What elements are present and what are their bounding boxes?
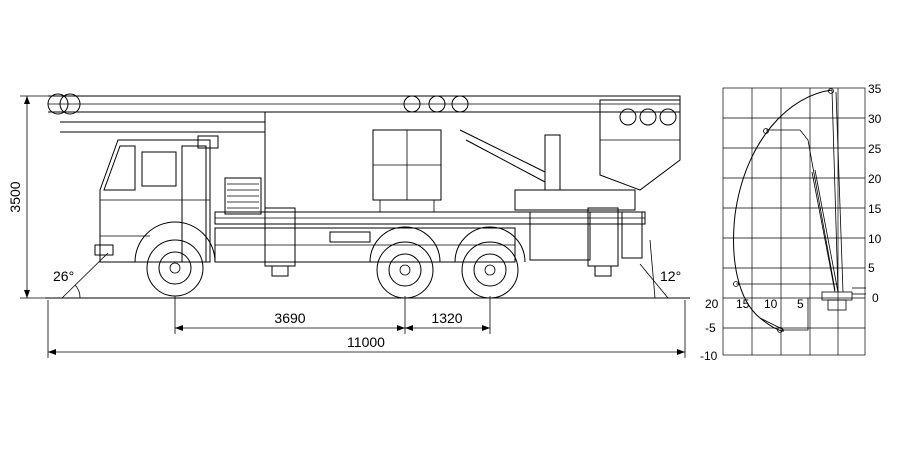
side-box <box>224 177 262 215</box>
operator-cabin <box>372 129 442 212</box>
truck-side-view <box>45 93 690 299</box>
height-dimension-label: 3500 <box>7 181 23 212</box>
front-wheel <box>134 221 216 297</box>
dimension-lines <box>20 95 686 358</box>
approach-angle-line <box>61 252 109 299</box>
height-tick: 5 <box>868 261 875 275</box>
front-outrigger <box>264 207 296 277</box>
departure-angle-line <box>639 263 669 299</box>
outreach-tick: 15 <box>736 297 750 311</box>
boom <box>48 95 681 212</box>
outreach-tick: 20 <box>705 297 719 311</box>
working-envelope <box>733 89 833 332</box>
wheelbase-rear-label: 1320 <box>431 310 462 326</box>
turntable <box>514 134 643 261</box>
height-tick: 20 <box>868 172 882 186</box>
height-tick: 25 <box>868 142 882 156</box>
height-tick: -10 <box>700 349 718 363</box>
height-tick: 15 <box>868 202 882 216</box>
height-tick: 0 <box>872 291 879 305</box>
rear-wheel <box>369 226 526 299</box>
height-tick: 35 <box>868 82 882 96</box>
overall-length-label: 11000 <box>347 334 385 350</box>
rear-outrigger <box>587 207 619 277</box>
wheelbase-front-label: 3690 <box>274 310 305 326</box>
outreach-tick: 10 <box>764 297 778 311</box>
chassis-frame <box>214 211 646 263</box>
outreach-tick: 5 <box>797 297 804 311</box>
height-tick: 30 <box>868 112 882 126</box>
boom-pulleys <box>47 93 677 126</box>
approach-angle-label: 26° <box>53 268 74 284</box>
middle-wheel <box>376 241 434 299</box>
height-tick: -5 <box>705 321 716 335</box>
height-tick: 10 <box>868 232 882 246</box>
departure-angle-label: 12° <box>660 268 681 284</box>
cab <box>94 135 219 263</box>
reach-diagram <box>722 87 866 356</box>
